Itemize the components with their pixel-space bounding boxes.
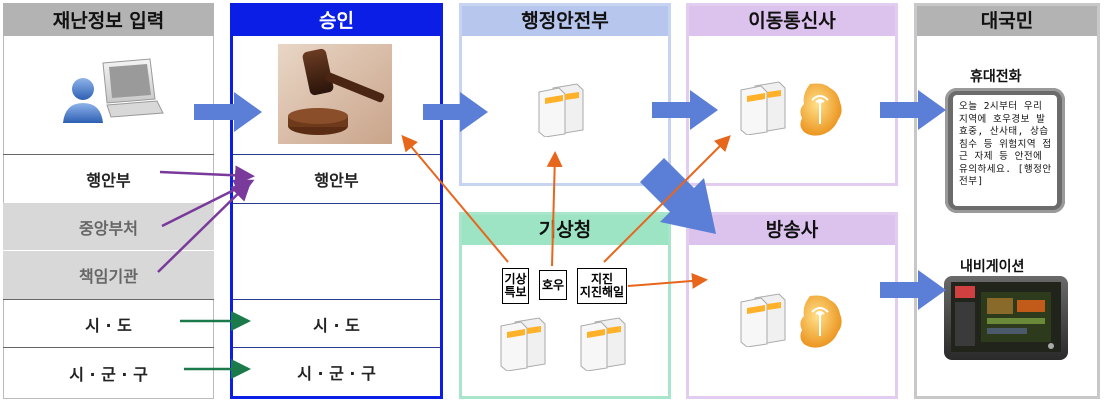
input-column-header: 재난정보 입력	[3, 3, 214, 36]
kma-column	[459, 212, 671, 399]
kma-server-icon-1	[497, 316, 547, 372]
arrow-mois-to-telecom	[652, 90, 718, 130]
arrow-input-to-approval	[194, 92, 262, 132]
arrow-approval-to-mois	[423, 92, 488, 132]
arrow-mois-to-broadcast	[640, 158, 716, 234]
citizens-column-header: 대국민	[914, 3, 1100, 36]
input-row-province: 시 · 도	[85, 315, 132, 335]
approval-row-province: 시 · 도	[313, 315, 360, 335]
broadcast-column	[686, 212, 898, 399]
phone-message: 오늘 2시부터 우리 지역에 호우경보 발효중, 산사태, 상습침수 등 위험지…	[959, 101, 1052, 187]
input-row-responsible-agencies: 책임기관	[3, 251, 214, 299]
phone-label: 휴대전화	[970, 69, 1022, 85]
arrow-telecom-to-citizens	[880, 90, 946, 130]
arrow-kma-to-broadcast	[627, 272, 708, 289]
kma-tag-earthquake-tsunami: 지진 지진해일	[577, 268, 627, 304]
navigation-label: 내비게이션	[960, 259, 1025, 275]
arrow-kma-to-mois	[546, 151, 563, 267]
arrow-kma-to-approval	[401, 134, 509, 263]
navigation-screen	[951, 282, 1061, 352]
approval-column-header: 승인	[230, 3, 443, 36]
mois-column-header: 행정안전부	[459, 3, 671, 36]
kma-server-icon-2	[577, 316, 627, 372]
kma-tag-heavy-rain: 호우	[539, 270, 567, 300]
korea-map-antenna-icon	[790, 80, 850, 140]
approval-row-mois: 행안부	[314, 171, 359, 190]
telecom-column-header: 이동통신사	[686, 3, 898, 36]
arrow-central-ministries	[161, 179, 255, 228]
arrow-mois-input	[159, 165, 255, 186]
broadcast-korea-map-antenna-icon	[790, 292, 850, 352]
phone-screen: 오늘 2시부터 우리 지역에 호우경보 발효중, 산사태, 상습침수 등 위험지…	[953, 95, 1057, 206]
input-row-mois: 행안부	[86, 171, 131, 190]
user-computer-icon	[55, 55, 165, 130]
approval-row-city-county-district: 시 · 군 · 구	[297, 364, 376, 383]
blue-flow-arrows	[194, 90, 946, 310]
broadcast-column-header: 방송사	[686, 212, 898, 245]
arrow-responsible-agencies	[157, 180, 252, 273]
input-row-central-ministries: 중앙부처	[3, 203, 214, 251]
citizens-column	[914, 3, 1100, 399]
mois-server-icon	[535, 82, 585, 138]
gavel-image	[278, 44, 392, 144]
input-row-city-county-district: 시 · 군 · 구	[69, 365, 148, 384]
telecom-server-icon	[737, 80, 787, 136]
broadcast-server-icon	[737, 292, 787, 348]
telecom-column	[686, 3, 898, 186]
kma-tag-weather-warning: 기상 특보	[502, 268, 529, 304]
arrow-broadcast-to-citizens	[880, 270, 946, 310]
arrow-kma-to-telecom	[603, 135, 731, 263]
